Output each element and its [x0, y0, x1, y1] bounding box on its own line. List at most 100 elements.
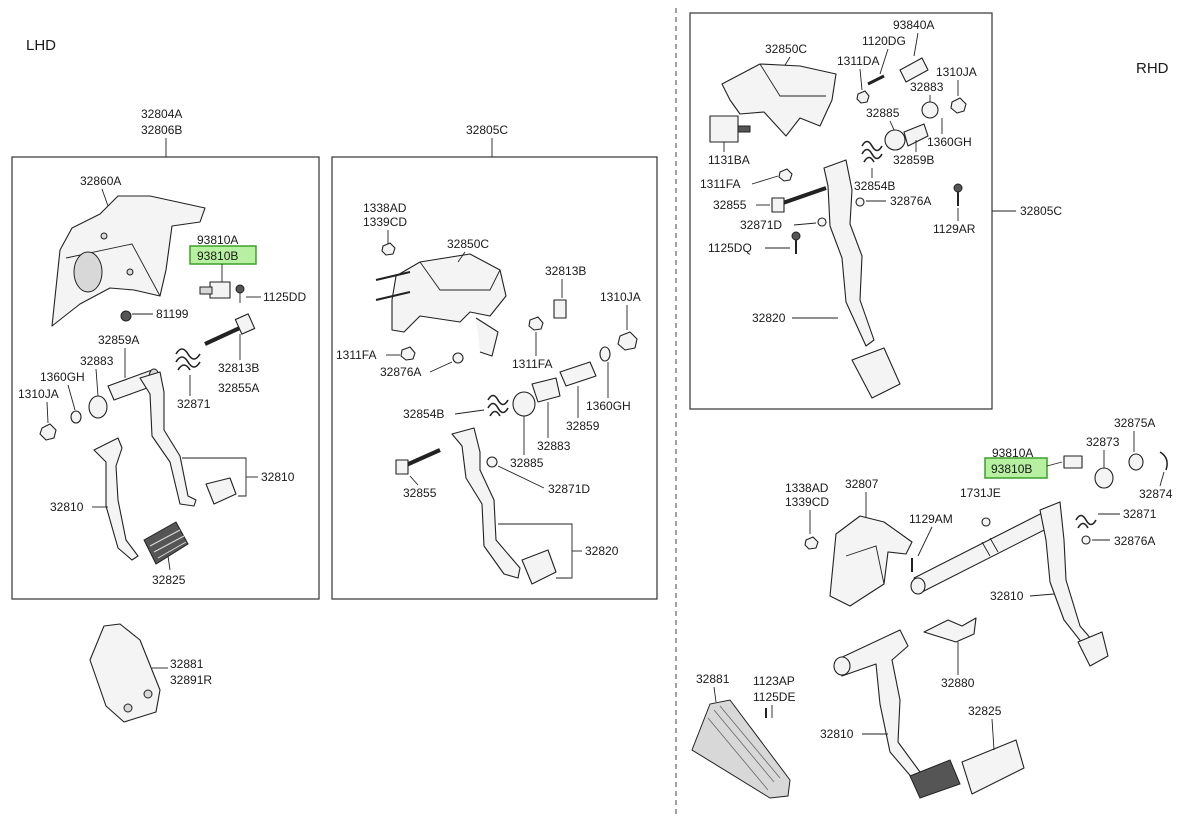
- part-label: 32881: [170, 657, 204, 671]
- group-label: 32804A: [141, 107, 182, 121]
- part-label: 1339CD: [785, 495, 829, 509]
- spring-shape: [861, 140, 883, 163]
- rhd-clutch-group: 32805C 93840A 1120DG 32850C 1311DA 1310J…: [689, 12, 1062, 410]
- part-label: 1310JA: [18, 387, 59, 401]
- bracket-hole: [126, 268, 134, 276]
- part-label: 32871: [177, 397, 211, 411]
- brake-bracket-shape: [829, 515, 913, 607]
- cover-ribs: [707, 705, 781, 791]
- nut-shape: [400, 346, 416, 361]
- switch-shape: [709, 115, 739, 143]
- part-label: 1123AP: [753, 674, 795, 688]
- bracket-hole: [100, 232, 108, 240]
- part-label: 1311DA: [837, 54, 879, 68]
- bracket-detail: [759, 63, 826, 97]
- part-label: 1129AM: [909, 512, 953, 526]
- part-label: 32850C: [765, 42, 807, 56]
- leader-line: [167, 555, 171, 571]
- part-label: 1120DG: [862, 34, 906, 48]
- part-label: 1125DQ: [708, 241, 752, 255]
- bracket-tab: [475, 317, 499, 357]
- part-label: 1338AD: [785, 481, 829, 495]
- leader-line: [95, 368, 99, 397]
- part-label: 32860A: [80, 174, 121, 188]
- part-label: 32874: [1139, 487, 1173, 501]
- part-label: 32883: [910, 80, 944, 94]
- pedal-pad-shape: [205, 477, 237, 505]
- clutch-pedal-arm-shape: [823, 159, 875, 347]
- cover-hole: [123, 703, 133, 713]
- pedal-pad-shape: [961, 739, 1025, 795]
- part-label: 32813B: [545, 264, 586, 278]
- lhd-clutch-box: [331, 156, 658, 600]
- part-label-highlighted: 93810B: [991, 462, 1032, 476]
- switch-plunger: [737, 125, 751, 133]
- part-label: 32810: [820, 727, 854, 741]
- pedal-pad-rubber-shape: [909, 759, 961, 799]
- leader-line: [454, 409, 485, 415]
- shaft-detail: [989, 537, 999, 553]
- collar-shape: [921, 101, 939, 119]
- part-label: 32873: [1086, 435, 1120, 449]
- clip-shape: [1159, 451, 1168, 471]
- leader-line: [497, 465, 545, 489]
- screw-head: [235, 284, 245, 294]
- bracket-hole: [73, 251, 103, 293]
- nut-shape: [950, 97, 967, 114]
- lhd-pedal-cover-group: 32881 32891R: [89, 623, 212, 723]
- bracket-detail: [845, 545, 885, 585]
- clutch-bracket-shape: [721, 63, 837, 137]
- leader-line: [46, 401, 49, 424]
- bracket-detail: [419, 261, 501, 291]
- stopper-shape: [452, 352, 464, 364]
- group-label: 32806B: [141, 123, 182, 137]
- bolt-head: [771, 197, 785, 213]
- part-label: 32883: [80, 354, 114, 368]
- part-label: 1125DE: [753, 690, 795, 704]
- part-label: 32876A: [380, 365, 421, 379]
- spring-shape: [1075, 514, 1097, 529]
- part-label: 32855: [713, 198, 747, 212]
- leader-line: [913, 32, 919, 57]
- shaft-detail: [981, 541, 991, 557]
- bracket-plate-shape: [923, 617, 977, 643]
- shaft-end: [910, 577, 926, 595]
- clip-ring-shape: [1128, 453, 1144, 471]
- part-label: 1129AR: [933, 222, 976, 236]
- part-label: 32883: [537, 439, 571, 453]
- rhd-brake-group: 32875A 93810A 93810B 32873 32874 1338AD …: [691, 416, 1173, 799]
- bolt-head: [395, 459, 409, 475]
- spring-shape: [175, 348, 201, 371]
- rhd-title: RHD: [1136, 60, 1169, 77]
- bushing-shape: [903, 123, 929, 147]
- nut-shape: [528, 316, 544, 331]
- leader-line: [1046, 461, 1063, 467]
- part-label: 32875A: [1114, 416, 1155, 430]
- long-bolt-shape: [204, 324, 245, 346]
- group-label: 32805C: [466, 123, 508, 137]
- screw-head: [953, 183, 963, 193]
- leader-line: [859, 68, 863, 91]
- part-label: 93810A: [197, 233, 238, 247]
- part-label: 32885: [866, 106, 900, 120]
- part-label: 32871D: [740, 218, 782, 232]
- leader-line: [1029, 593, 1055, 597]
- screw-head: [791, 231, 801, 241]
- bracket-studs: [375, 271, 411, 301]
- clutch-pedal-arm-shape: [451, 427, 521, 579]
- part-label: 1360GH: [586, 399, 631, 413]
- sleeve-shape: [899, 57, 929, 83]
- part-label: 32850C: [447, 237, 489, 251]
- part-label: 32881: [696, 672, 730, 686]
- part-label: 32876A: [890, 194, 931, 208]
- leader-line: [793, 222, 817, 226]
- stopper-shape: [855, 197, 865, 207]
- bolt-shape: [553, 299, 567, 319]
- part-label: 1360GH: [40, 370, 85, 384]
- part-label: 1360GH: [927, 135, 972, 149]
- part-label: 81199: [156, 307, 189, 321]
- pedal-pad-shape: [1077, 631, 1109, 667]
- part-label: 32807: [845, 477, 879, 491]
- nut-shape: [778, 168, 793, 182]
